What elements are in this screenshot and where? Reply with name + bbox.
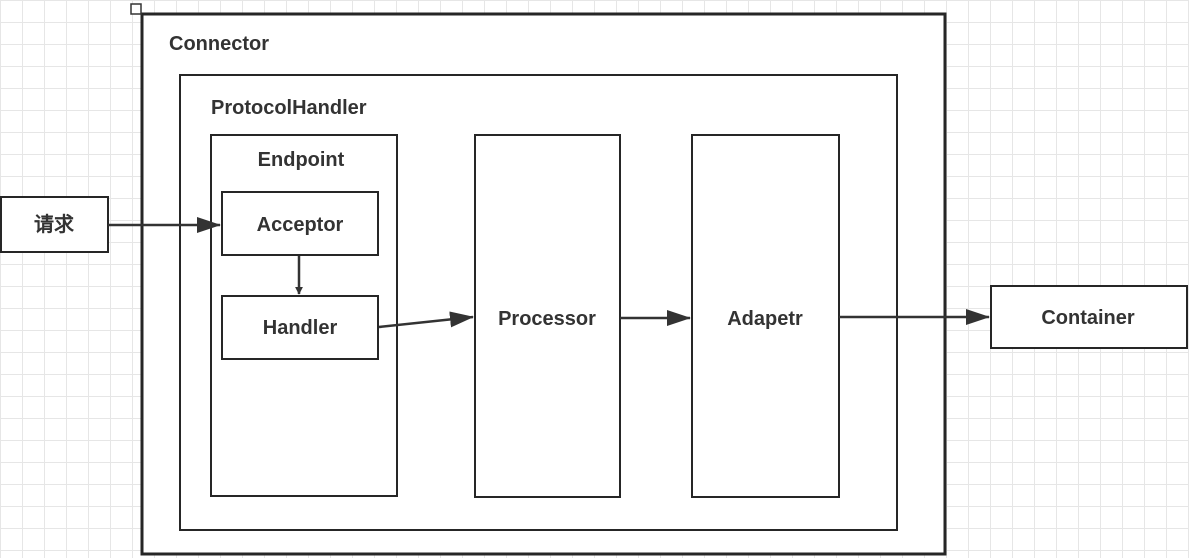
request-box: 请求 [0,196,109,253]
adapter-label: Adapetr [727,308,803,330]
acceptor-label: Acceptor [257,214,344,236]
handler-box: Handler [221,295,379,360]
protocol-handler-label: ProtocolHandler [211,97,367,119]
endpoint-label: Endpoint [258,149,345,171]
container-label: Container [1041,307,1135,329]
handler-label: Handler [263,317,338,339]
request-label: 请求 [34,212,75,236]
processor-label: Processor [498,308,596,330]
adapter-box: Adapetr [691,134,840,498]
acceptor-box: Acceptor [221,191,379,256]
resize-handle-icon[interactable] [130,3,142,15]
processor-box: Processor [474,134,621,498]
handler-to-processor-arrow [378,311,474,329]
connector-label: Connector [169,33,269,55]
container-box: Container [990,285,1188,349]
